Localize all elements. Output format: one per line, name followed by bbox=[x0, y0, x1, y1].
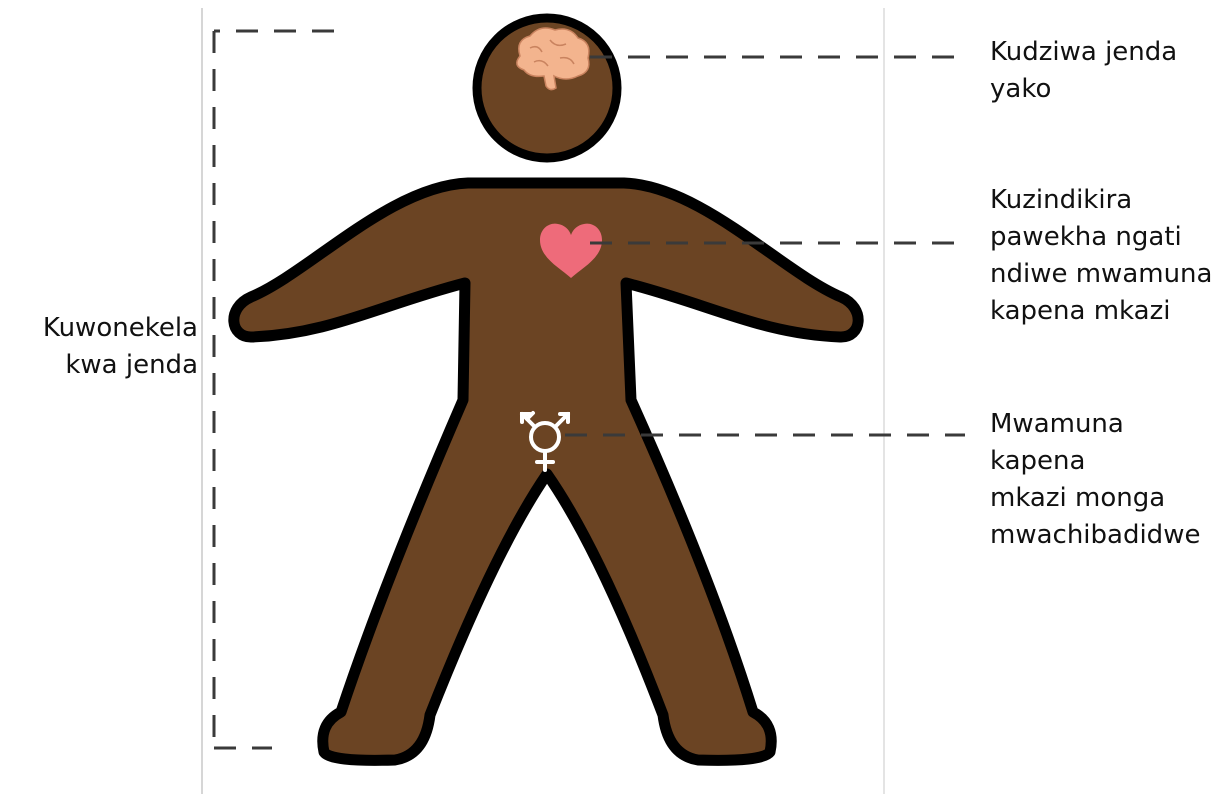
gender-identity-heart-label: Kuzindikira pawekha ngati ndiwe mwamuna … bbox=[990, 182, 1212, 330]
sex-assigned-label: Mwamuna kapena mkazi monga mwachibadidwe bbox=[990, 406, 1200, 554]
person-figure bbox=[234, 18, 858, 760]
expression-bracket bbox=[214, 31, 334, 748]
gender-identity-brain-label: Kudziwa jenda yako bbox=[990, 34, 1177, 108]
gender-expression-label: Kuwonekela kwa jenda bbox=[0, 310, 198, 384]
